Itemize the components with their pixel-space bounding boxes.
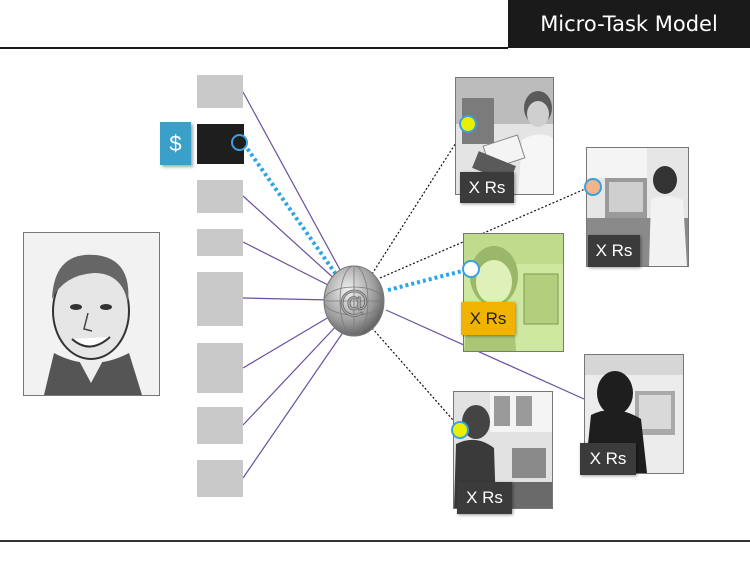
dollar-icon: $ bbox=[160, 122, 191, 165]
top-divider bbox=[0, 47, 508, 49]
task-link bbox=[242, 241, 335, 289]
worker-pay-label: X Rs bbox=[457, 482, 512, 514]
slide-title: Micro-Task Model bbox=[508, 0, 750, 48]
worker-link bbox=[385, 309, 585, 400]
task-link bbox=[242, 313, 335, 369]
task-box[interactable] bbox=[197, 229, 243, 256]
worker-link bbox=[379, 185, 593, 279]
task-box[interactable] bbox=[197, 460, 243, 497]
active-task-link bbox=[242, 142, 342, 282]
worker-pay-label: X Rs bbox=[580, 443, 636, 475]
task-link bbox=[242, 297, 331, 301]
task-box[interactable] bbox=[197, 180, 243, 213]
task-link bbox=[242, 327, 347, 479]
task-box[interactable] bbox=[197, 75, 243, 108]
worker-link bbox=[371, 327, 461, 429]
worker-connector bbox=[462, 260, 480, 278]
task-link bbox=[242, 195, 339, 283]
worker-pay-label: X Rs bbox=[588, 235, 640, 267]
dollar-symbol: $ bbox=[169, 130, 182, 156]
worker-connector bbox=[451, 421, 469, 439]
worker-link bbox=[371, 123, 469, 275]
task-box[interactable] bbox=[197, 272, 243, 326]
active-worker-link bbox=[387, 267, 471, 292]
task-link bbox=[242, 321, 341, 426]
worker-pay-label-highlighted: X Rs bbox=[461, 302, 515, 335]
at-sign: @ bbox=[339, 284, 369, 319]
worker-connector bbox=[584, 178, 602, 196]
task-box[interactable] bbox=[197, 343, 243, 393]
at-sign-globe-icon: @ bbox=[323, 265, 385, 337]
worker-connector bbox=[459, 115, 477, 133]
worker-pay-label: X Rs bbox=[460, 172, 514, 203]
paid-task-connector bbox=[231, 134, 248, 151]
bottom-divider bbox=[0, 540, 750, 542]
task-box[interactable] bbox=[197, 407, 243, 444]
task-link bbox=[242, 91, 351, 289]
requester-portrait bbox=[23, 232, 160, 396]
